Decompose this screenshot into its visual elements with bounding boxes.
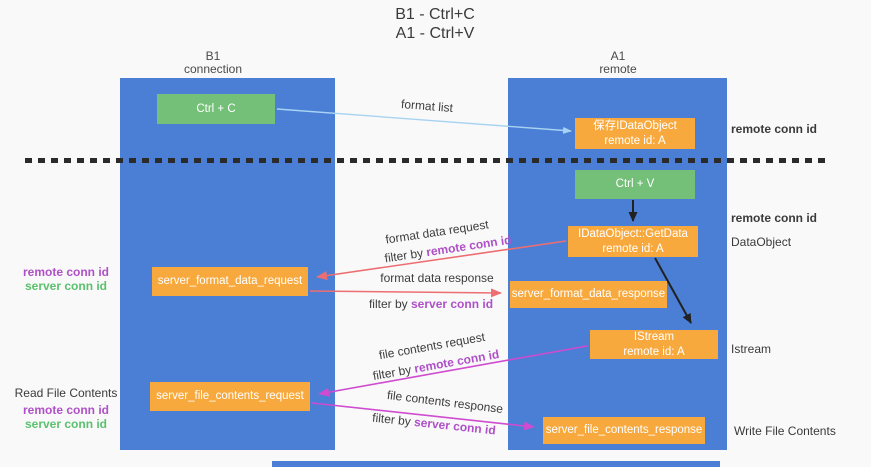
edge-label-filter-server-1: filter by server conn id bbox=[369, 297, 493, 311]
edge-label-file-contents-response: file contents response bbox=[386, 388, 504, 416]
column-header-b1: B1 connection bbox=[158, 50, 268, 76]
node-ctrl-v: Ctrl + V bbox=[575, 170, 695, 199]
annotation-read-file-contents: Read File Contents bbox=[14, 386, 118, 400]
node-save-idataobject-line2: remote id: A bbox=[604, 134, 666, 147]
node-ctrl-v-label: Ctrl + V bbox=[615, 178, 655, 191]
filter-by-text: filter by bbox=[383, 245, 424, 266]
node-server-file-contents-response: server_file_contents_response bbox=[543, 417, 705, 444]
node-idataobject-getdata: IDataObject::GetData remote id: A bbox=[568, 226, 698, 257]
node-ctrl-c-label: Ctrl + C bbox=[196, 102, 236, 115]
annotation-server-conn-id-left: server conn id bbox=[24, 279, 108, 293]
edge-label-format-list: format list bbox=[401, 97, 454, 115]
node-sfdreq-label: server_format_data_request bbox=[157, 275, 303, 288]
node-server-format-data-response: server_format_data_response bbox=[510, 281, 667, 308]
annotation-read-file-contents-block: Read File Contents remote conn id server… bbox=[14, 386, 118, 431]
filter-by-text: filter by bbox=[371, 410, 412, 429]
node-getdata-line2: remote id: A bbox=[602, 242, 664, 255]
filter-by-text: filter by bbox=[368, 297, 408, 311]
column-header-a1: A1 remote bbox=[563, 50, 673, 76]
node-istream-line1: IStream bbox=[633, 330, 675, 343]
annotation-remote-conn-id-top: remote conn id bbox=[731, 122, 818, 136]
node-server-format-data-request: server_format_data_request bbox=[152, 267, 308, 296]
format-data-response-text: format data response bbox=[380, 271, 494, 285]
node-getdata-line1: IDataObject::GetData bbox=[578, 227, 688, 240]
title-line-1: B1 - Ctrl+C bbox=[395, 6, 475, 23]
file-contents-response-text: file contents response bbox=[386, 387, 504, 417]
node-save-idataobject: 保存IDataObject remote id: A bbox=[575, 118, 695, 149]
column-a1-subtitle: remote bbox=[599, 62, 637, 76]
column-a1-name: A1 bbox=[610, 49, 626, 63]
annotation-remote-conn-id-bottom: remote conn id bbox=[22, 403, 109, 417]
format-list-text: format list bbox=[400, 96, 454, 116]
title-line-2: A1 - Ctrl+V bbox=[395, 25, 475, 42]
page-title: B1 - Ctrl+C A1 - Ctrl+V bbox=[300, 5, 570, 43]
annotation-server-conn-id-bottom: server conn id bbox=[24, 417, 108, 431]
edge-label-format-data-response: format data response bbox=[380, 271, 493, 285]
annotation-remote-conn-id-mid: remote conn id bbox=[731, 211, 818, 225]
node-istream-line2: remote id: A bbox=[623, 345, 685, 358]
filter-by-text: filter by bbox=[371, 362, 413, 384]
annotation-write-file-contents: Write File Contents bbox=[734, 424, 836, 438]
node-sfcreq-label: server_file_contents_request bbox=[156, 390, 304, 403]
node-sfdresp-label: server_format_data_response bbox=[511, 288, 666, 301]
arrow-format-data-response bbox=[309, 288, 502, 298]
column-b1-name: B1 bbox=[205, 49, 221, 63]
node-server-file-contents-request: server_file_contents_request bbox=[150, 382, 310, 411]
server-conn-id-text: server conn id bbox=[411, 297, 494, 311]
cropped-bottom-blue-strip bbox=[272, 461, 720, 467]
node-istream: IStream remote id: A bbox=[590, 330, 718, 359]
annotation-left-conn-ids-mid: remote conn id server conn id bbox=[14, 265, 118, 293]
annotation-remote-conn-id-left: remote conn id bbox=[22, 265, 109, 279]
annotation-istream: Istream bbox=[731, 342, 772, 356]
edge-label-filter-server-2: filter by server conn id bbox=[372, 411, 497, 438]
node-sfcresp-label: server_file_contents_response bbox=[545, 424, 703, 437]
node-ctrl-c: Ctrl + C bbox=[157, 94, 275, 124]
server-conn-id-text: server conn id bbox=[413, 414, 497, 438]
node-save-idataobject-line1: 保存IDataObject bbox=[593, 119, 677, 132]
separator-dashed-line bbox=[25, 158, 831, 163]
column-b1-subtitle: connection bbox=[183, 62, 243, 76]
annotation-dataobject: DataObject bbox=[731, 235, 792, 249]
